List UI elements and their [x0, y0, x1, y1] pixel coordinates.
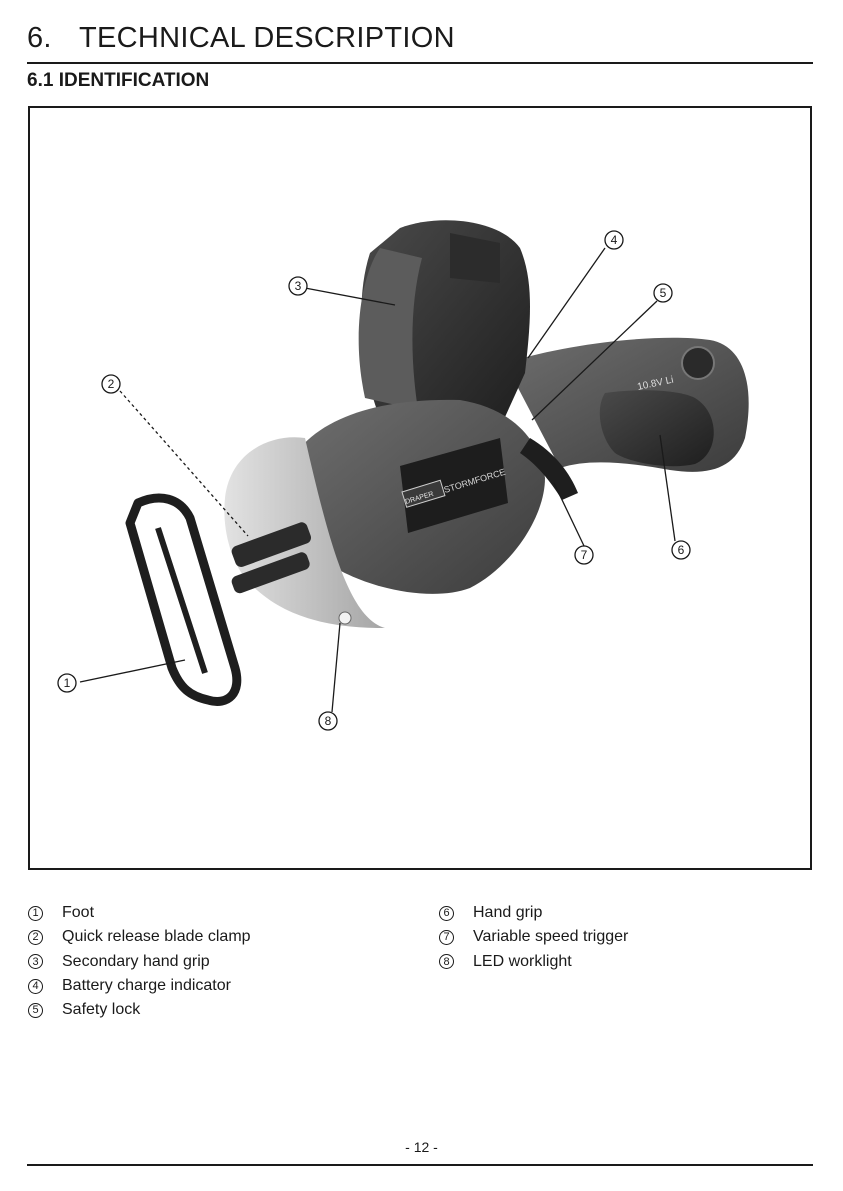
legend-item: 3 Secondary hand grip [28, 950, 251, 974]
legend-left: 1 Foot 2 Quick release blade clamp 3 Sec… [28, 901, 251, 1022]
legend-label: Hand grip [473, 904, 542, 922]
section-number: 6. [27, 22, 79, 55]
legend-item: 4 Battery charge indicator [28, 974, 251, 998]
page-number: - 12 - [0, 1139, 843, 1155]
legend-number: 3 [28, 954, 43, 969]
legend-number: 4 [28, 979, 43, 994]
callout-7: 7 [581, 548, 588, 562]
legend-item: 5 Safety lock [28, 998, 251, 1022]
legend-label: Battery charge indicator [62, 977, 231, 995]
subsection-title: 6.1 IDENTIFICATION [27, 70, 209, 92]
footer-rule [27, 1164, 813, 1166]
figure-box: STORMFORCE DRAPER [28, 106, 812, 870]
callout-8: 8 [325, 714, 332, 728]
saw-illustration: STORMFORCE DRAPER [30, 108, 812, 870]
legend-label: Foot [62, 904, 94, 922]
section-title: 6.TECHNICAL DESCRIPTION [27, 22, 455, 55]
legend-label: Variable speed trigger [473, 928, 628, 946]
legend-label: Quick release blade clamp [62, 928, 251, 946]
legend-item: 8 LED worklight [439, 950, 628, 974]
legend-number: 8 [439, 954, 454, 969]
legend-item: 7 Variable speed trigger [439, 925, 628, 949]
legend-number: 7 [439, 930, 454, 945]
legend-right: 6 Hand grip 7 Variable speed trigger 8 L… [439, 901, 628, 974]
motor-housing-shape [359, 220, 530, 428]
foot-shape [130, 498, 237, 701]
section-heading: TECHNICAL DESCRIPTION [79, 22, 455, 54]
callout-5: 5 [660, 286, 667, 300]
legend-number: 5 [28, 1003, 43, 1018]
callout-6: 6 [678, 543, 685, 557]
legend-number: 1 [28, 906, 43, 921]
header-rule [27, 62, 813, 64]
legend-label: Secondary hand grip [62, 953, 210, 971]
legend-number: 6 [439, 906, 454, 921]
legend-item: 2 Quick release blade clamp [28, 925, 251, 949]
legend-item: 1 Foot [28, 901, 251, 925]
callout-4: 4 [611, 233, 618, 247]
legend-item: 6 Hand grip [439, 901, 628, 925]
legend-label: LED worklight [473, 953, 572, 971]
legend-label: Safety lock [62, 1001, 140, 1019]
callout-2: 2 [108, 377, 115, 391]
callout-3: 3 [295, 279, 302, 293]
legend-number: 2 [28, 930, 43, 945]
callout-1: 1 [64, 676, 71, 690]
